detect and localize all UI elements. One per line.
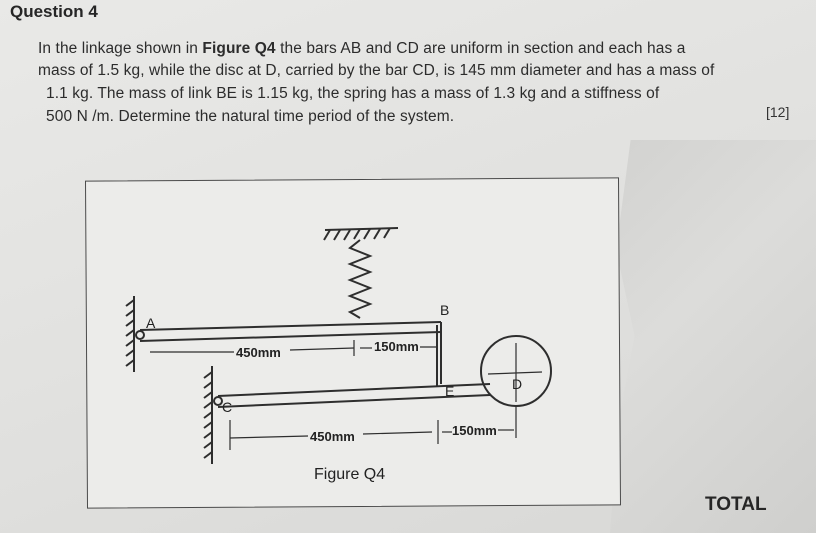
dim-ab-left: 450mm xyxy=(236,345,281,360)
dim-ab-right: 150mm xyxy=(374,339,419,354)
dim-cd-right: 150mm xyxy=(452,423,497,438)
question-line-3: 1.1 kg. The mass of link BE is 1.15 kg, … xyxy=(46,85,660,102)
spring-icon xyxy=(323,227,399,319)
question-line-4: 500 N /m. Determine the natural time per… xyxy=(46,108,455,125)
bar-ab xyxy=(139,321,442,342)
label-c: C xyxy=(222,399,232,415)
question-line-1-text: In the linkage shown in xyxy=(38,40,203,57)
bar-cd xyxy=(217,383,491,408)
marks-label: [12] xyxy=(766,104,790,120)
label-e: E xyxy=(445,383,454,399)
dim-cd-left: 450mm xyxy=(310,429,355,444)
label-a: A xyxy=(146,315,156,331)
question-heading: Question 4 xyxy=(10,2,98,21)
wall-c-icon xyxy=(203,366,213,464)
pin-c-icon xyxy=(213,396,223,406)
figure-reference: Figure Q4 xyxy=(202,40,276,57)
disc-d-icon xyxy=(480,335,552,407)
question-line-2: mass of 1.5 kg, while the disc at D, car… xyxy=(38,62,715,79)
wall-a-icon xyxy=(125,296,135,372)
pin-a-icon xyxy=(135,330,145,340)
label-b: B xyxy=(440,302,449,318)
question-line-1-tail: the bars AB and CD are uniform in sectio… xyxy=(275,40,686,57)
figure-caption: Figure Q4 xyxy=(314,466,385,483)
question-line-1: In the linkage shown in Figure Q4 the ba… xyxy=(38,40,685,58)
label-d: D xyxy=(512,376,522,392)
torn-paper-edge xyxy=(610,140,816,533)
total-label: TOTAL xyxy=(705,494,767,515)
link-be xyxy=(436,322,442,386)
dimension-lines xyxy=(150,340,517,450)
